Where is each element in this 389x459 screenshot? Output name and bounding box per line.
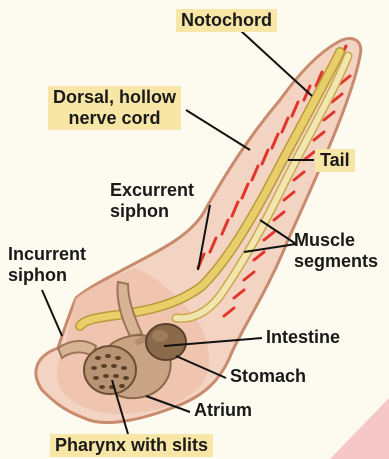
stomach-highlight — [152, 330, 168, 342]
label-dorsal-nerve-cord: Dorsal, hollow nerve cord — [48, 86, 181, 130]
stomach — [146, 324, 186, 360]
leader-nerve-cord — [186, 110, 250, 150]
label-tail: Tail — [315, 149, 355, 172]
label-intestine: Intestine — [264, 327, 342, 348]
label-pharynx-with-slits: Pharynx with slits — [50, 434, 213, 457]
corner-decoration — [330, 398, 389, 459]
leader-incurrent — [42, 290, 62, 336]
leader-notochord — [240, 30, 312, 96]
label-muscle-segments: Muscle segments — [292, 230, 380, 272]
label-notochord: Notochord — [176, 9, 277, 32]
label-excurrent-siphon: Excurrent siphon — [108, 180, 196, 222]
label-stomach: Stomach — [228, 366, 308, 387]
label-atrium: Atrium — [192, 400, 254, 421]
label-incurrent-siphon: Incurrent siphon — [6, 244, 88, 286]
